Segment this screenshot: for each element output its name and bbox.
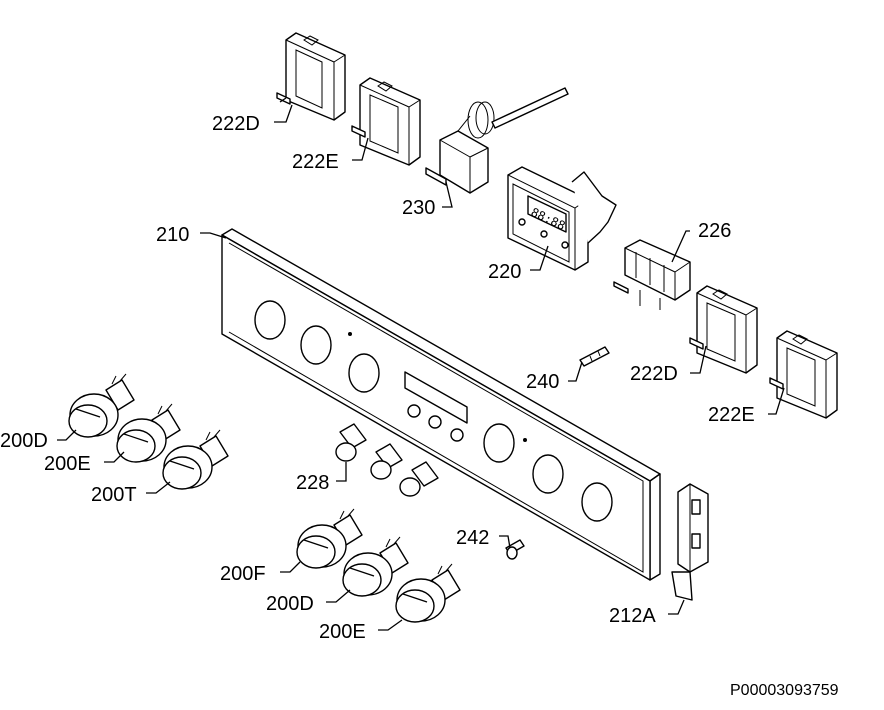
energy-regulator-222d-right[interactable]	[689, 285, 758, 374]
label-210: 210	[156, 224, 189, 246]
label-220: 220	[488, 261, 521, 283]
knob-200t[interactable]	[162, 429, 229, 490]
label-200e-left: 200E	[44, 453, 91, 475]
label-222d-top: 222D	[212, 113, 260, 135]
energy-regulator-222d-top[interactable]	[276, 32, 346, 121]
label-222d-right: 222D	[630, 363, 678, 385]
electronic-timer-220[interactable]: 88:88	[507, 166, 617, 271]
label-200e-bottom: 200E	[319, 621, 366, 643]
selector-switch-226[interactable]	[613, 239, 691, 310]
bracket-212a[interactable]	[671, 483, 709, 601]
knob-200d-left[interactable]	[68, 373, 135, 438]
label-230: 230	[402, 197, 435, 219]
label-200d-left: 200D	[0, 430, 48, 452]
label-200t: 200T	[91, 484, 137, 506]
label-222e-right: 222E	[708, 404, 755, 426]
reference-code: P00003093759	[730, 682, 839, 699]
label-242: 242	[456, 527, 489, 549]
label-226: 226	[698, 220, 731, 242]
knob-200f[interactable]	[296, 508, 363, 569]
label-240: 240	[526, 371, 559, 393]
label-200d-bottom: 200D	[266, 593, 314, 615]
energy-regulator-222e-top[interactable]	[351, 77, 421, 166]
knob-200d-bottom[interactable]	[342, 536, 409, 597]
label-212a: 212A	[609, 605, 656, 627]
control-panel-210[interactable]	[221, 228, 661, 581]
push-buttons-228[interactable]	[335, 423, 439, 497]
knob-200e-bottom[interactable]	[395, 563, 461, 623]
screw-242[interactable]	[505, 539, 525, 560]
label-222e-top: 222E	[292, 151, 339, 173]
energy-regulator-222e-right[interactable]	[769, 330, 838, 419]
knob-200e-left[interactable]	[116, 403, 181, 463]
label-228: 228	[296, 472, 329, 494]
indicator-lamp-240[interactable]	[579, 346, 610, 367]
leader-lines	[57, 104, 785, 631]
thermostat-230[interactable]	[425, 87, 569, 194]
label-200f: 200F	[220, 563, 266, 585]
